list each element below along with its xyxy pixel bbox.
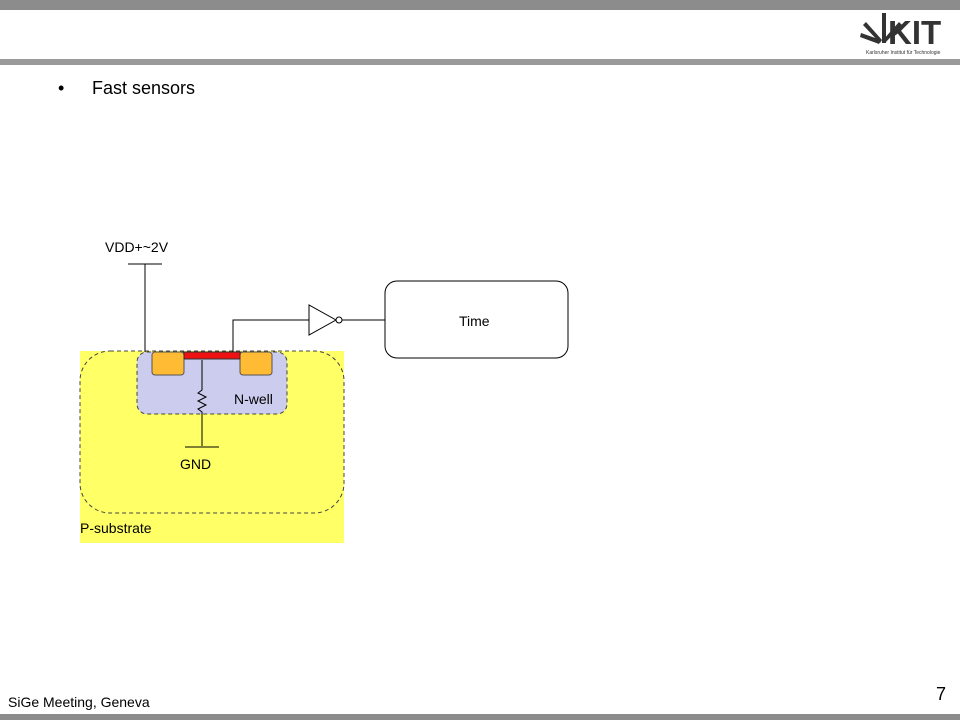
resistor — [196, 360, 208, 446]
gnd-label: GND — [180, 456, 212, 472]
kit-logo: KIT Karlsruher Institut für Technologie — [860, 13, 941, 56]
signal-wire — [232, 319, 309, 352]
footer-text: SiGe Meeting, Geneva — [8, 694, 150, 710]
page-number: 7 — [935, 684, 946, 704]
time-box — [384, 280, 569, 359]
contact-right — [239, 351, 273, 376]
bullet-text: Fast sensors — [92, 78, 196, 98]
vdd-label: VDD+~2V — [105, 239, 169, 255]
substrate-label: P-substrate — [80, 520, 152, 536]
bullet-item: • Fast sensors — [58, 78, 195, 99]
inverter-bubble — [335, 316, 343, 324]
bullet-dot: • — [58, 78, 65, 98]
contact-left — [151, 351, 185, 376]
nwell-label: N-well — [234, 391, 273, 407]
top-bar — [0, 0, 960, 10]
logo-text: KIT — [888, 14, 941, 51]
time-label: Time — [459, 313, 490, 329]
logo-subtitle: Karlsruher Institut für Technologie — [866, 50, 941, 56]
header-rule — [0, 59, 960, 65]
gate-electrode — [183, 351, 241, 360]
bottom-bar — [0, 714, 960, 720]
inverter-triangle — [308, 304, 338, 336]
depletion-boundary — [79, 350, 345, 514]
